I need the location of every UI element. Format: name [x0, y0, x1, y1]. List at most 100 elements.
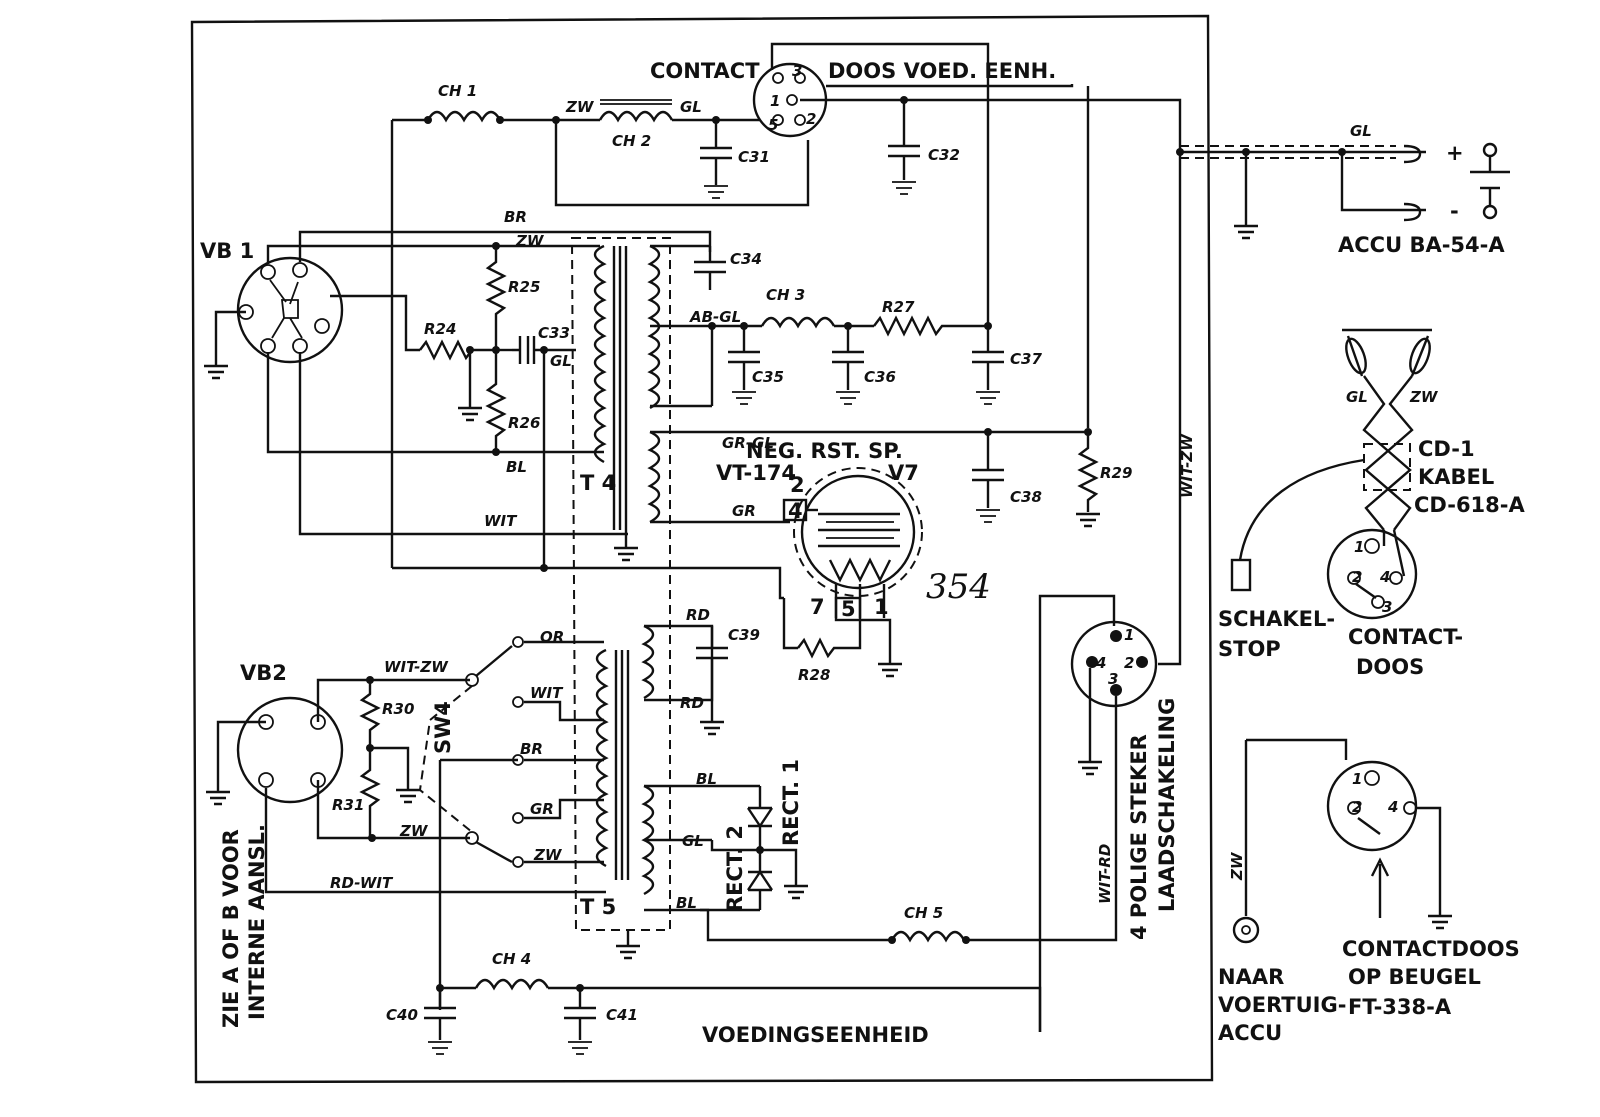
choke-ch2 — [598, 99, 674, 123]
c41-label: C41 — [606, 1006, 638, 1024]
wire-zw-sw: ZW — [533, 846, 563, 864]
contact-pin-3: 3 — [792, 62, 802, 80]
capacitor-c34 — [694, 246, 726, 290]
wire-gr-gl: GR-GL — [722, 434, 774, 452]
rect1-label: RECT. 1 — [779, 759, 803, 846]
resistor-r29 — [1076, 432, 1100, 528]
steker-label: 4 POLIGE STEKER — [1127, 734, 1151, 940]
wire-bl-t4: BL — [506, 458, 527, 476]
accu-label: ACCU BA-54-A — [1338, 233, 1505, 257]
beugel-socket — [1326, 760, 1418, 852]
vacuum-tube-v7 — [793, 467, 923, 597]
wire-wit: WIT — [484, 512, 518, 530]
contactdoos-label-2: DOOS — [1356, 655, 1424, 679]
ch3-label: CH 3 — [766, 286, 805, 304]
resistor-r31 — [359, 748, 381, 836]
wire-or: OR — [540, 628, 564, 646]
beugel-label-3: FT-338-A — [1348, 995, 1452, 1019]
c31-label: C31 — [738, 148, 770, 166]
c32-label: C32 — [928, 146, 960, 164]
choke-ch3 — [760, 316, 836, 329]
laadschakeling-label: LAADSCHAKELING — [1155, 698, 1179, 912]
side-note-zie: ZIE A OF B VOOR — [219, 829, 243, 1028]
beugel-label-1: CONTACTDOOS — [1342, 937, 1520, 961]
voertuig-label-1: NAAR — [1218, 965, 1284, 989]
c40-label: C40 — [386, 1006, 418, 1024]
battery-icon — [1470, 142, 1510, 220]
tube-pin-7: 7 — [810, 595, 825, 619]
ch4-label: CH 4 — [492, 950, 531, 968]
voertuig-label-2: VOERTUIG- — [1218, 993, 1346, 1017]
contact-pin-1: 1 — [770, 92, 780, 110]
plug-pin-3: 3 — [1108, 670, 1118, 688]
schakelstop-icon — [1230, 558, 1252, 592]
ch2-label: CH 2 — [612, 132, 651, 150]
accu-minus-terminal — [1403, 202, 1426, 222]
r29-label: R29 — [1100, 464, 1132, 482]
capacitor-c32 — [888, 100, 920, 195]
capacitor-c36 — [832, 326, 864, 405]
contact-pin-5: 5 — [768, 116, 778, 134]
accu-plus-terminal — [1403, 144, 1426, 164]
wire-wit-zw-vb2: WIT-ZW — [384, 658, 449, 676]
cd-pin-3: 3 — [1382, 598, 1392, 616]
wire-gl-cable: GL — [1346, 388, 1368, 406]
capacitor-c40 — [424, 988, 456, 1055]
beugel-pin-4: 4 — [1387, 798, 1398, 816]
capacitor-c33 — [512, 336, 544, 364]
t4-label: T 4 — [580, 471, 616, 495]
cd-pin-4: 4 — [1379, 568, 1390, 586]
contactdoos-label-1: CONTACT- — [1348, 625, 1463, 649]
r27-label: R27 — [882, 298, 915, 316]
neg-rst-sp-label: NEG. RST. SP. — [746, 439, 903, 463]
c35-label: C35 — [752, 368, 784, 386]
four-pole-plug — [1070, 620, 1158, 708]
cd-pin-2: 2 — [1352, 568, 1362, 586]
cable-label-1: CD-1 — [1418, 437, 1475, 461]
tube-pin-5: 5 — [841, 597, 856, 621]
capacitor-c41 — [564, 988, 596, 1055]
schakelstop-label-2: STOP — [1218, 637, 1281, 661]
wire-wit-zw-right: WIT-ZW — [1178, 433, 1196, 498]
wire-gr-tube: GR — [732, 502, 756, 520]
voertuig-label-3: ACCU — [1218, 1021, 1282, 1045]
page-title: VOEDINGSEENHEID — [702, 1023, 929, 1047]
choke-ch5 — [890, 930, 966, 943]
capacitor-c31 — [700, 120, 732, 199]
accu-plus: + — [1446, 141, 1464, 165]
beugel-label-2: OP BEUGEL — [1348, 965, 1481, 989]
enclosure-border — [190, 14, 1214, 1084]
vb1-label: VB 1 — [200, 239, 254, 263]
vibrator-vb1 — [236, 256, 344, 364]
wire-gl-t4: GL — [550, 352, 572, 370]
wire-zw-voertuig: ZW — [1228, 851, 1246, 881]
switch-sw4 — [418, 636, 524, 868]
plug-pin-1: 1 — [1124, 626, 1134, 644]
wire-top-left — [390, 118, 428, 568]
resistor-r25 — [485, 246, 507, 350]
tube-pin-4: 4 — [788, 499, 803, 523]
resistor-r30 — [359, 680, 381, 748]
plug-pin-2: 2 — [1124, 654, 1134, 672]
wire-gl-top: GL — [680, 98, 702, 116]
t4-shield — [570, 237, 671, 931]
r24-label: R24 — [424, 320, 456, 338]
vibrator-vb2 — [236, 696, 344, 804]
plug-pin-4: 4 — [1095, 654, 1106, 672]
c33-label: C33 — [538, 324, 570, 342]
vb2-label: VB2 — [240, 661, 287, 685]
c34-label: C34 — [730, 250, 762, 268]
side-note-interne: INTERNE AANSL. — [245, 824, 269, 1020]
schakelstop-cable — [1238, 458, 1365, 561]
accu-minus: - — [1450, 199, 1459, 223]
wire-gl-t5: GL — [682, 832, 704, 850]
ch1-label: CH 1 — [438, 82, 477, 100]
r25-label: R25 — [508, 278, 540, 296]
c36-label: C36 — [864, 368, 896, 386]
resistor-r24 — [419, 339, 496, 361]
wire-zw-vb2: ZW — [399, 822, 429, 840]
wire-br-sw: BR — [520, 740, 543, 758]
wire-br: BR — [504, 208, 527, 226]
choke-ch1 — [426, 110, 502, 123]
